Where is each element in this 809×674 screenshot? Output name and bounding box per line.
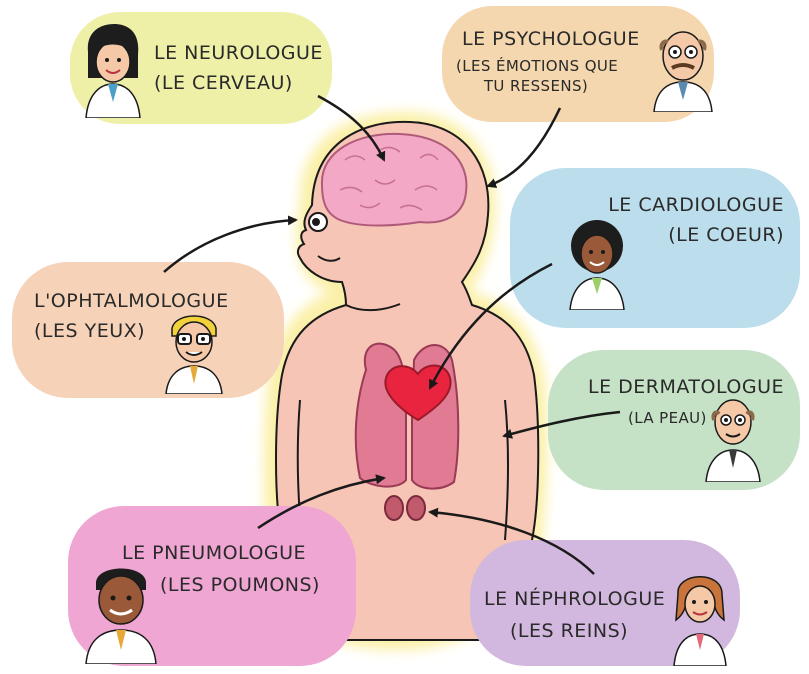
pupil	[312, 218, 320, 226]
brain-folds	[339, 146, 439, 211]
arrow-to-kidneys	[428, 507, 595, 575]
psychologue-organ-line1: (LES ÉMOTIONS QUE	[456, 57, 619, 75]
nephrologue-organ: (LES REINS)	[510, 620, 629, 642]
ophtalmologue-organ: (LES YEUX)	[34, 320, 146, 342]
arrow-to-emotions	[486, 107, 562, 188]
nephrologue-title: LE NÉPHROLOGUE	[484, 588, 666, 610]
pneumologue-organ: (LES POUMONS)	[160, 574, 320, 596]
kidney-left	[384, 495, 404, 521]
doctor-dermatologue-avatar	[705, 399, 761, 482]
arrow-to-heart	[428, 262, 553, 390]
psychologue-organ-line2: TU RESSENS)	[483, 77, 589, 95]
arrow-to-brain	[317, 94, 386, 162]
mouth	[317, 255, 341, 262]
cardiologue-title: LE CARDIOLOGUE	[608, 194, 784, 216]
arrow-to-lungs	[257, 474, 386, 530]
doctor-neurologue-avatar	[85, 24, 141, 118]
doctor-pneumologue-avatar	[85, 568, 157, 664]
pneumologue-title: LE PNEUMOLOGUE	[122, 542, 307, 564]
psychologue-title: LE PSYCHOLOGUE	[462, 28, 640, 50]
ophtalmologue-title: L'OPHTALMOLOGUE	[34, 290, 229, 312]
neurologue-organ: (LE CERVEAU)	[154, 72, 293, 94]
doctor-nephrologue-avatar	[673, 576, 727, 666]
doctor-cardiologue-avatar	[569, 220, 625, 310]
cardiologue-organ: (LE COEUR)	[668, 224, 784, 246]
card-ophtalmologue	[12, 262, 284, 398]
card-cardiologue	[510, 168, 800, 328]
dermatologue-organ: (LA PEAU)	[628, 409, 707, 427]
doctor-ophtalmologue-avatar	[165, 315, 223, 394]
doctor-psychologue-avatar	[653, 31, 713, 112]
arrow-to-skin	[502, 410, 621, 439]
arrow-to-eye	[163, 215, 298, 273]
kidney-right	[406, 495, 426, 521]
dermatologue-title: LE DERMATOLOGUE	[588, 376, 784, 398]
neurologue-title: LE NEUROLOGUE	[154, 42, 323, 64]
card-dermatologue	[548, 350, 800, 490]
neck-line	[345, 303, 401, 312]
